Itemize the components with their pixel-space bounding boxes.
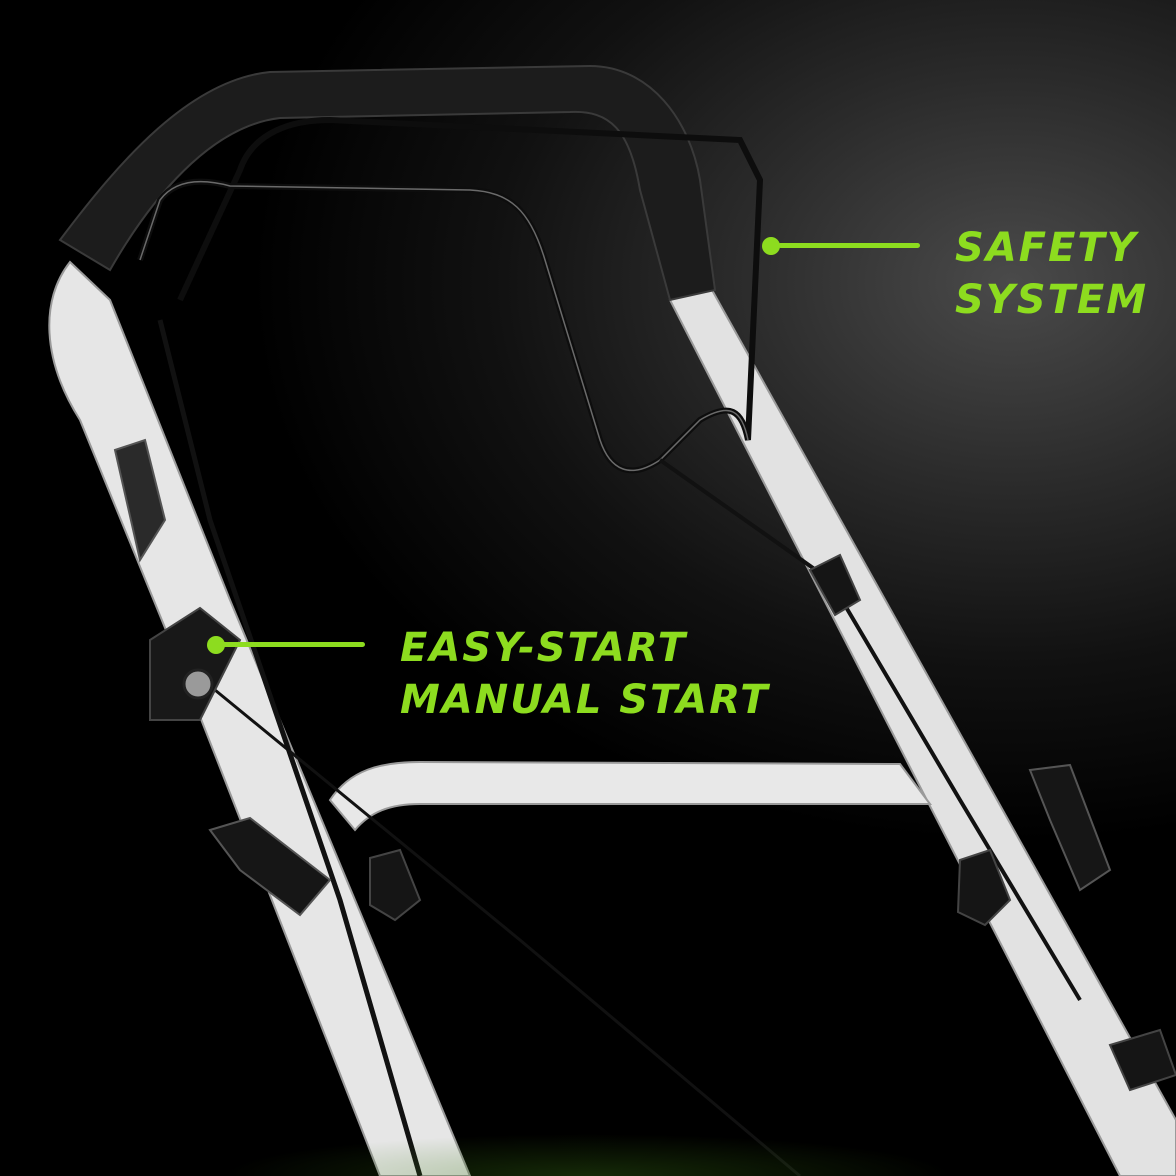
- control-cable-right: [658, 458, 1082, 1002]
- handle-crossbar: [328, 760, 932, 832]
- safety-system-label: SAFETY SYSTEM: [955, 222, 1148, 326]
- safety-label-line2: SYSTEM: [955, 277, 1148, 323]
- safety-callout-dot: [762, 237, 780, 255]
- right-lever: [1028, 763, 1112, 892]
- start-label-line1: EASY-START: [400, 625, 688, 671]
- starter-rope: [214, 688, 801, 1176]
- start-callout-line: [222, 642, 365, 647]
- safety-callout-line: [778, 243, 920, 248]
- safety-bail-wire-highlight: [139, 180, 749, 471]
- height-adjuster: [113, 438, 167, 563]
- start-label-line2: MANUAL START: [400, 677, 770, 723]
- right-clip: [808, 553, 862, 617]
- foam-grip: [58, 64, 717, 302]
- starter-eyelet: [182, 668, 214, 700]
- easy-start-label: EASY-START MANUAL START: [400, 622, 770, 726]
- safety-label-line1: SAFETY: [955, 225, 1138, 271]
- lower-right-collar: [1108, 1028, 1176, 1092]
- control-cable-left: [157, 319, 423, 1176]
- left-knob: [369, 848, 422, 922]
- start-callout-dot: [207, 636, 225, 654]
- left-lever: [208, 816, 332, 917]
- right-knob: [956, 848, 1012, 927]
